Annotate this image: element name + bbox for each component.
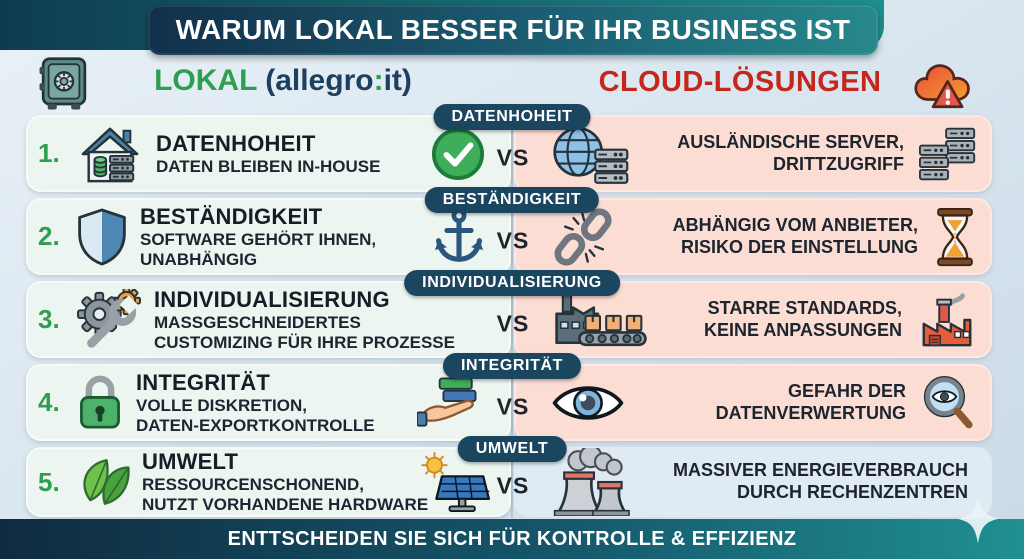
category-badge: INTEGRITÄT <box>443 353 581 379</box>
brand-suffix: it) <box>383 64 412 97</box>
local-subtitle: MASSGESCHNEIDERTES CUSTOMIZING FÜR IHRE … <box>154 312 455 352</box>
category-badge: INDIVIDUALISIERUNG <box>404 270 620 296</box>
vs-label: VS <box>496 144 530 171</box>
check-circle-icon <box>431 127 485 181</box>
row-number: 5. <box>38 466 60 497</box>
local-title: DATENHOHEIT <box>156 130 316 156</box>
vs-label: VS <box>496 393 530 420</box>
local-subtitle: DATEN BLEIBEN IN-HOUSE <box>156 156 381 176</box>
vs-label: VS <box>496 472 530 499</box>
row-datenhoheit: 1. <box>0 104 1024 192</box>
local-card: 1. <box>26 115 511 192</box>
footer-banner: ENTTSCHEIDEN SIE SICH FÜR KONTROLLE & EF… <box>0 519 1024 559</box>
globe-server-icon <box>550 122 632 186</box>
cloud-text: GEFAHR DER DATENVERWERTUNG <box>715 380 906 423</box>
cloud-card: MASSIVER ENERGIEVERBRAUCH DURCH RECHENZE… <box>514 447 992 517</box>
local-title: INTEGRITÄT <box>136 369 270 395</box>
vs-label: VS <box>496 227 530 254</box>
solar-panel-icon <box>421 452 493 512</box>
hand-cards-icon <box>417 374 485 432</box>
anchor-icon <box>433 207 485 267</box>
cloud-text: AUSLÄNDISCHE SERVER, DRITTZUGRIFF <box>677 131 904 174</box>
cloud-warning-icon <box>905 56 983 114</box>
vs-label: VS <box>496 310 530 337</box>
cloud-header-label: CLOUD-LÖSUNGEN <box>598 66 882 98</box>
row-umwelt: 5. UMWELT RESSOURCENSCHONEND, NUTZT VORH… <box>0 436 1024 517</box>
sparkle-icon <box>957 496 999 544</box>
category-badge: DATENHOHEIT <box>433 104 591 130</box>
local-subtitle: RESSOURCENSCHONEND, NUTZT VORHANDENE HAR… <box>142 475 429 514</box>
row-bestaendigkeit: 2. BESTÄNDIGKEIT SOFTWARE GEHÖRT IHNEN, … <box>0 187 1024 275</box>
local-card: 5. UMWELT RESSOURCENSCHONEND, NUTZT VORH… <box>26 447 511 517</box>
local-title: UMWELT <box>142 449 239 475</box>
factory-icon <box>916 290 978 350</box>
padlock-icon <box>74 373 126 433</box>
hourglass-icon <box>932 207 978 267</box>
cloud-card: GEFAHR DER DATENVERWERTUNG <box>514 364 992 441</box>
conveyor-boxes-icon <box>550 289 650 351</box>
cloud-text: ABHÄNGIG VOM ANBIETER, RISIKO DER EINSTE… <box>672 214 918 257</box>
row-integritaet: 4. INTEGRITÄT VOLLE DISKRETION, DATEN-EX… <box>0 353 1024 441</box>
magnifier-eye-icon <box>920 373 978 433</box>
brand-name: (allegro <box>256 64 374 97</box>
brand-colon: : <box>373 64 384 97</box>
local-title: BESTÄNDIGKEIT <box>140 203 323 229</box>
cloud-text: STARRE STANDARDS, KEINE ANPASSUNGEN <box>703 297 902 340</box>
row-number: 4. <box>38 387 60 417</box>
shield-icon <box>74 206 130 268</box>
row-number: 1. <box>38 138 60 168</box>
safe-icon <box>34 56 94 114</box>
row-number: 2. <box>38 221 60 251</box>
local-subtitle: VOLLE DISKRETION, DATEN-EXPORTKONTROLLE <box>136 395 375 435</box>
category-badge: UMWELT <box>457 436 567 462</box>
local-header: LOKAL (allegro:it) <box>118 64 448 98</box>
page-title: WARUM LOKAL BESSER FÜR IHR BUSINESS IST <box>148 5 878 55</box>
local-header-label: LOKAL <box>154 64 257 97</box>
broken-chain-icon <box>550 207 618 266</box>
category-badge: BESTÄNDIGKEIT <box>424 187 600 213</box>
leaf-icon <box>74 454 132 510</box>
server-rack-icon <box>918 125 978 183</box>
row-individualisierung: 3. <box>0 270 1024 358</box>
local-title: INDIVIDUALISIERUNG <box>154 286 390 312</box>
cloud-card: AUSLÄNDISCHE SERVER, DRITTZUGRIFF <box>514 115 992 192</box>
gears-wrench-icon <box>74 288 144 351</box>
local-subtitle: SOFTWARE GEHÖRT IHNEN, UNABHÄNGIG <box>140 229 377 269</box>
cooling-towers-icon <box>550 448 640 516</box>
local-card: 4. INTEGRITÄT VOLLE DISKRETION, DATEN-EX… <box>26 364 511 441</box>
cloud-card: ABHÄNGIG VOM ANBIETER, RISIKO DER EINSTE… <box>514 198 992 275</box>
cloud-text: MASSIVER ENERGIEVERBRAUCH DURCH RECHENZE… <box>672 460 968 502</box>
house-server-icon <box>74 123 146 185</box>
row-number: 3. <box>38 304 60 334</box>
center-divider <box>511 114 513 518</box>
eye-icon <box>550 380 626 426</box>
